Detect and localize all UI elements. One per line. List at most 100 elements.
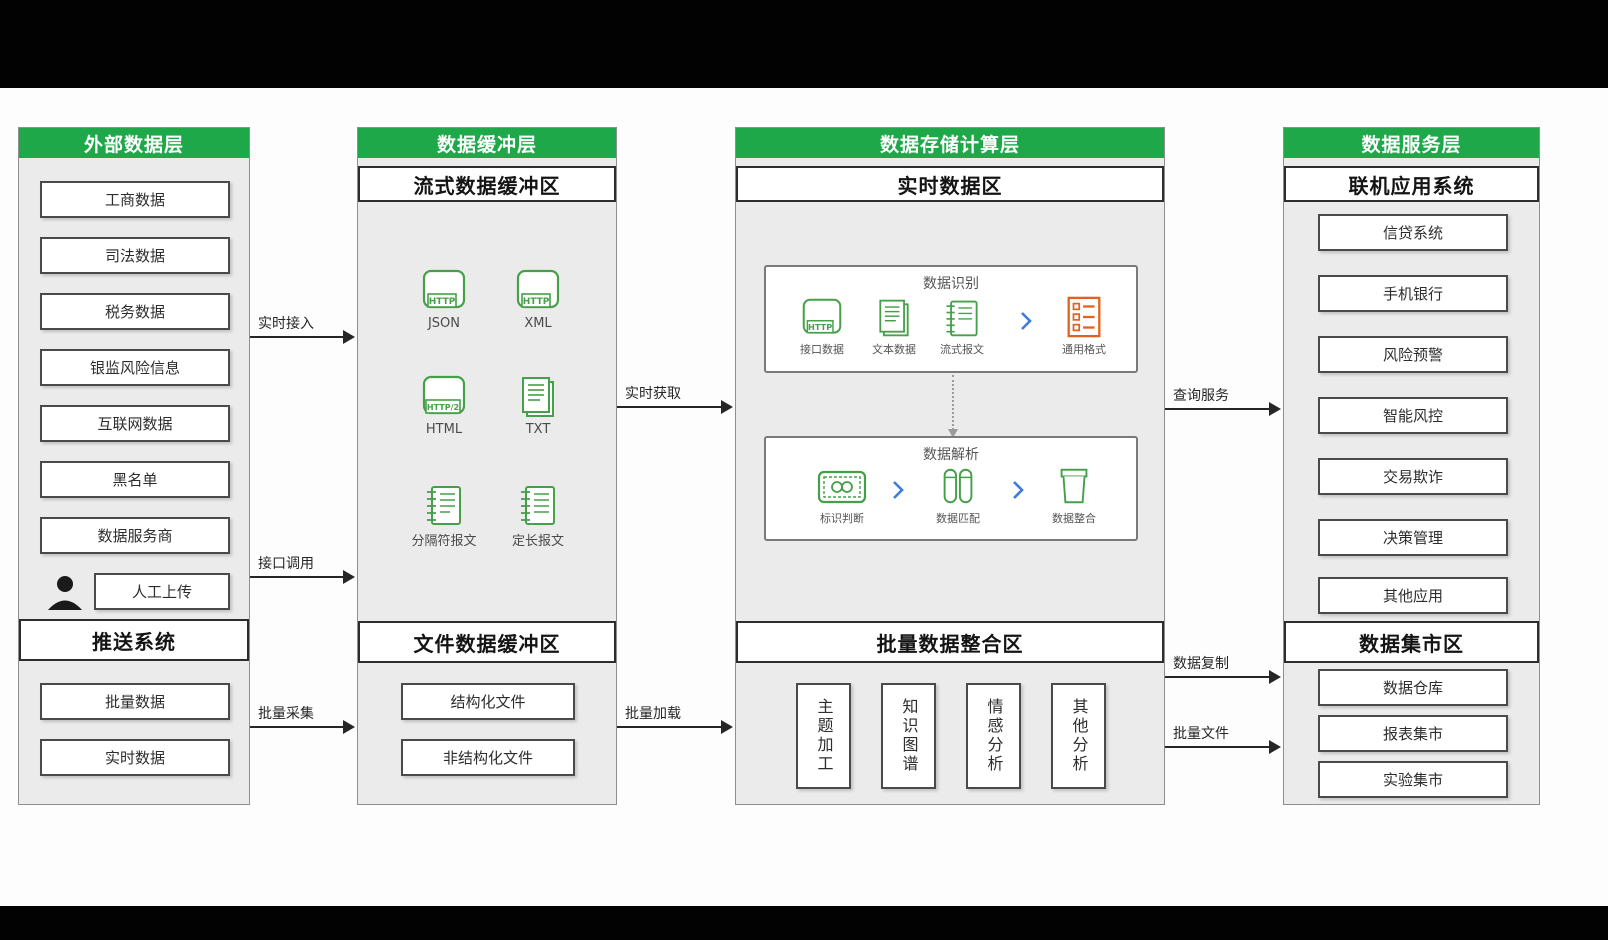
- format-label: JSON: [427, 316, 461, 331]
- flow-batch-collect: 批量采集: [250, 706, 355, 734]
- app-system-box: 信贷系统: [1318, 214, 1508, 251]
- external-data-item: 工商数据: [40, 181, 230, 218]
- dotted-arrow-connector: [948, 375, 958, 438]
- column-pair-icon: [943, 468, 973, 504]
- panel-data-buffer-layer: 数据缓冲层 流式数据缓冲区 HTTP JSON HTTP XML H: [357, 127, 617, 805]
- format-label: HTML: [425, 422, 463, 437]
- file-item: 结构化文件: [401, 683, 575, 720]
- http2-icon: HTTP/2: [422, 375, 466, 415]
- flow-label: 实时获取: [625, 386, 681, 402]
- file-buffer-title: 文件数据缓冲区: [358, 621, 616, 663]
- format-label: XML: [524, 316, 552, 331]
- flow-batch-file: 批量文件: [1165, 726, 1281, 754]
- external-data-item: 司法数据: [40, 237, 230, 274]
- format-cell-txt: TXT: [498, 374, 578, 437]
- manual-upload-box: 人工上传: [94, 573, 230, 610]
- format-cell-json: HTTP JSON: [404, 268, 484, 331]
- data-mart-title: 数据集市区: [1284, 621, 1539, 663]
- notebook-icon: [946, 300, 978, 337]
- file-item: 非结构化文件: [401, 739, 575, 776]
- stream-buffer-title: 流式数据缓冲区: [358, 166, 616, 202]
- layer-header-service: 数据服务层: [1284, 128, 1539, 158]
- format-label: 分隔符报文: [411, 534, 477, 549]
- http-icon: HTTP: [516, 269, 560, 309]
- format-label: 定长报文: [511, 534, 564, 549]
- format-label: TXT: [525, 422, 551, 437]
- flow-label: 接口调用: [258, 556, 314, 572]
- external-data-item: 税务数据: [40, 293, 230, 330]
- flow-label: 批量采集: [258, 706, 314, 722]
- svg-text:HTTP: HTTP: [808, 322, 832, 332]
- parsing-step: 数据整合: [1042, 464, 1106, 526]
- app-system-box: 风险预警: [1318, 336, 1508, 373]
- format-cell-html: HTTP/2 HTML: [404, 374, 484, 437]
- push-data-item: 批量数据: [40, 683, 230, 720]
- external-data-item: 数据服务商: [40, 517, 230, 554]
- app-system-box: 交易欺诈: [1318, 458, 1508, 495]
- letterbox-bottom: [0, 906, 1608, 940]
- person-icon: [48, 576, 82, 610]
- flow-label: 实时接入: [258, 316, 314, 332]
- format-cell-delimiter: 分隔符报文: [404, 482, 484, 549]
- external-data-item: 银监风险信息: [40, 349, 230, 386]
- parsing-step: 数据匹配: [926, 464, 990, 526]
- recognition-output: 通用格式: [1052, 295, 1116, 357]
- recognition-item: HTTP 接口数据: [790, 297, 854, 357]
- notebook-icon: [521, 486, 555, 525]
- realtime-area-title: 实时数据区: [736, 166, 1164, 202]
- app-system-box: 智能风控: [1318, 397, 1508, 434]
- svg-text:HTTP: HTTP: [523, 297, 550, 307]
- batch-area-title: 批量数据整合区: [736, 621, 1164, 663]
- http-icon: HTTP: [802, 298, 842, 334]
- ticket-gears-icon: [817, 470, 867, 504]
- app-system-box: 手机银行: [1318, 275, 1508, 312]
- flow-label: 查询服务: [1173, 388, 1229, 404]
- flow-label: 批量文件: [1173, 726, 1229, 742]
- panel-external-data-layer: 外部数据层 工商数据 司法数据 税务数据 银监风险信息 互联网数据 黑名单 数据…: [18, 127, 250, 805]
- parsing-title: 数据解析: [923, 447, 979, 463]
- chevron-right-icon: [1021, 312, 1032, 330]
- data-parsing-box: 数据解析 标识判断 数据匹配: [764, 436, 1138, 541]
- flow-batch-load: 批量加载: [617, 706, 733, 734]
- document-stack-icon: [879, 299, 909, 337]
- layer-header-buffer: 数据缓冲层: [358, 128, 616, 158]
- chevron-right-icon: [893, 481, 904, 499]
- http-icon: HTTP: [422, 269, 466, 309]
- flow-interface-call: 接口调用: [250, 556, 355, 584]
- app-system-box: 其他应用: [1318, 577, 1508, 614]
- notebook-icon: [427, 486, 461, 525]
- recognition-title: 数据识别: [923, 276, 979, 292]
- analysis-box: 情感分析: [966, 683, 1021, 789]
- parsing-step: 标识判断: [810, 466, 874, 526]
- data-mart-box: 实验集市: [1318, 761, 1508, 798]
- push-system-title: 推送系统: [19, 619, 249, 661]
- recognition-item: 流式报文: [930, 297, 994, 357]
- flow-realtime-access: 实时接入: [250, 316, 355, 344]
- app-system-box: 决策管理: [1318, 519, 1508, 556]
- form-list-icon: [1067, 296, 1101, 338]
- data-mart-box: 报表集市: [1318, 715, 1508, 752]
- format-cell-xml: HTTP XML: [498, 268, 578, 331]
- push-data-item: 实时数据: [40, 739, 230, 776]
- flow-query-service: 查询服务: [1165, 388, 1281, 416]
- flow-realtime-fetch: 实时获取: [617, 386, 733, 414]
- external-data-item: 黑名单: [40, 461, 230, 498]
- flow-data-copy: 数据复制: [1165, 656, 1281, 684]
- data-recognition-box: 数据识别 HTTP 接口数据 文本数据: [764, 265, 1138, 373]
- letterbox-top: [0, 0, 1608, 88]
- svg-text:HTTP: HTTP: [429, 297, 456, 307]
- data-mart-box: 数据仓库: [1318, 669, 1508, 706]
- flow-label: 数据复制: [1173, 656, 1229, 672]
- document-stack-icon: [522, 377, 554, 417]
- format-cell-fixed: 定长报文: [498, 482, 578, 549]
- layer-header-external: 外部数据层: [19, 128, 249, 158]
- svg-text:HTTP/2: HTTP/2: [427, 403, 459, 412]
- analysis-box: 知识图谱: [881, 683, 936, 789]
- analysis-box: 其他分析: [1051, 683, 1106, 789]
- chevron-right-icon: [1013, 481, 1024, 499]
- external-data-item: 互联网数据: [40, 405, 230, 442]
- online-apps-title: 联机应用系统: [1284, 166, 1539, 202]
- layer-header-storage: 数据存储计算层: [736, 128, 1164, 158]
- analysis-box: 主题加工: [796, 683, 851, 789]
